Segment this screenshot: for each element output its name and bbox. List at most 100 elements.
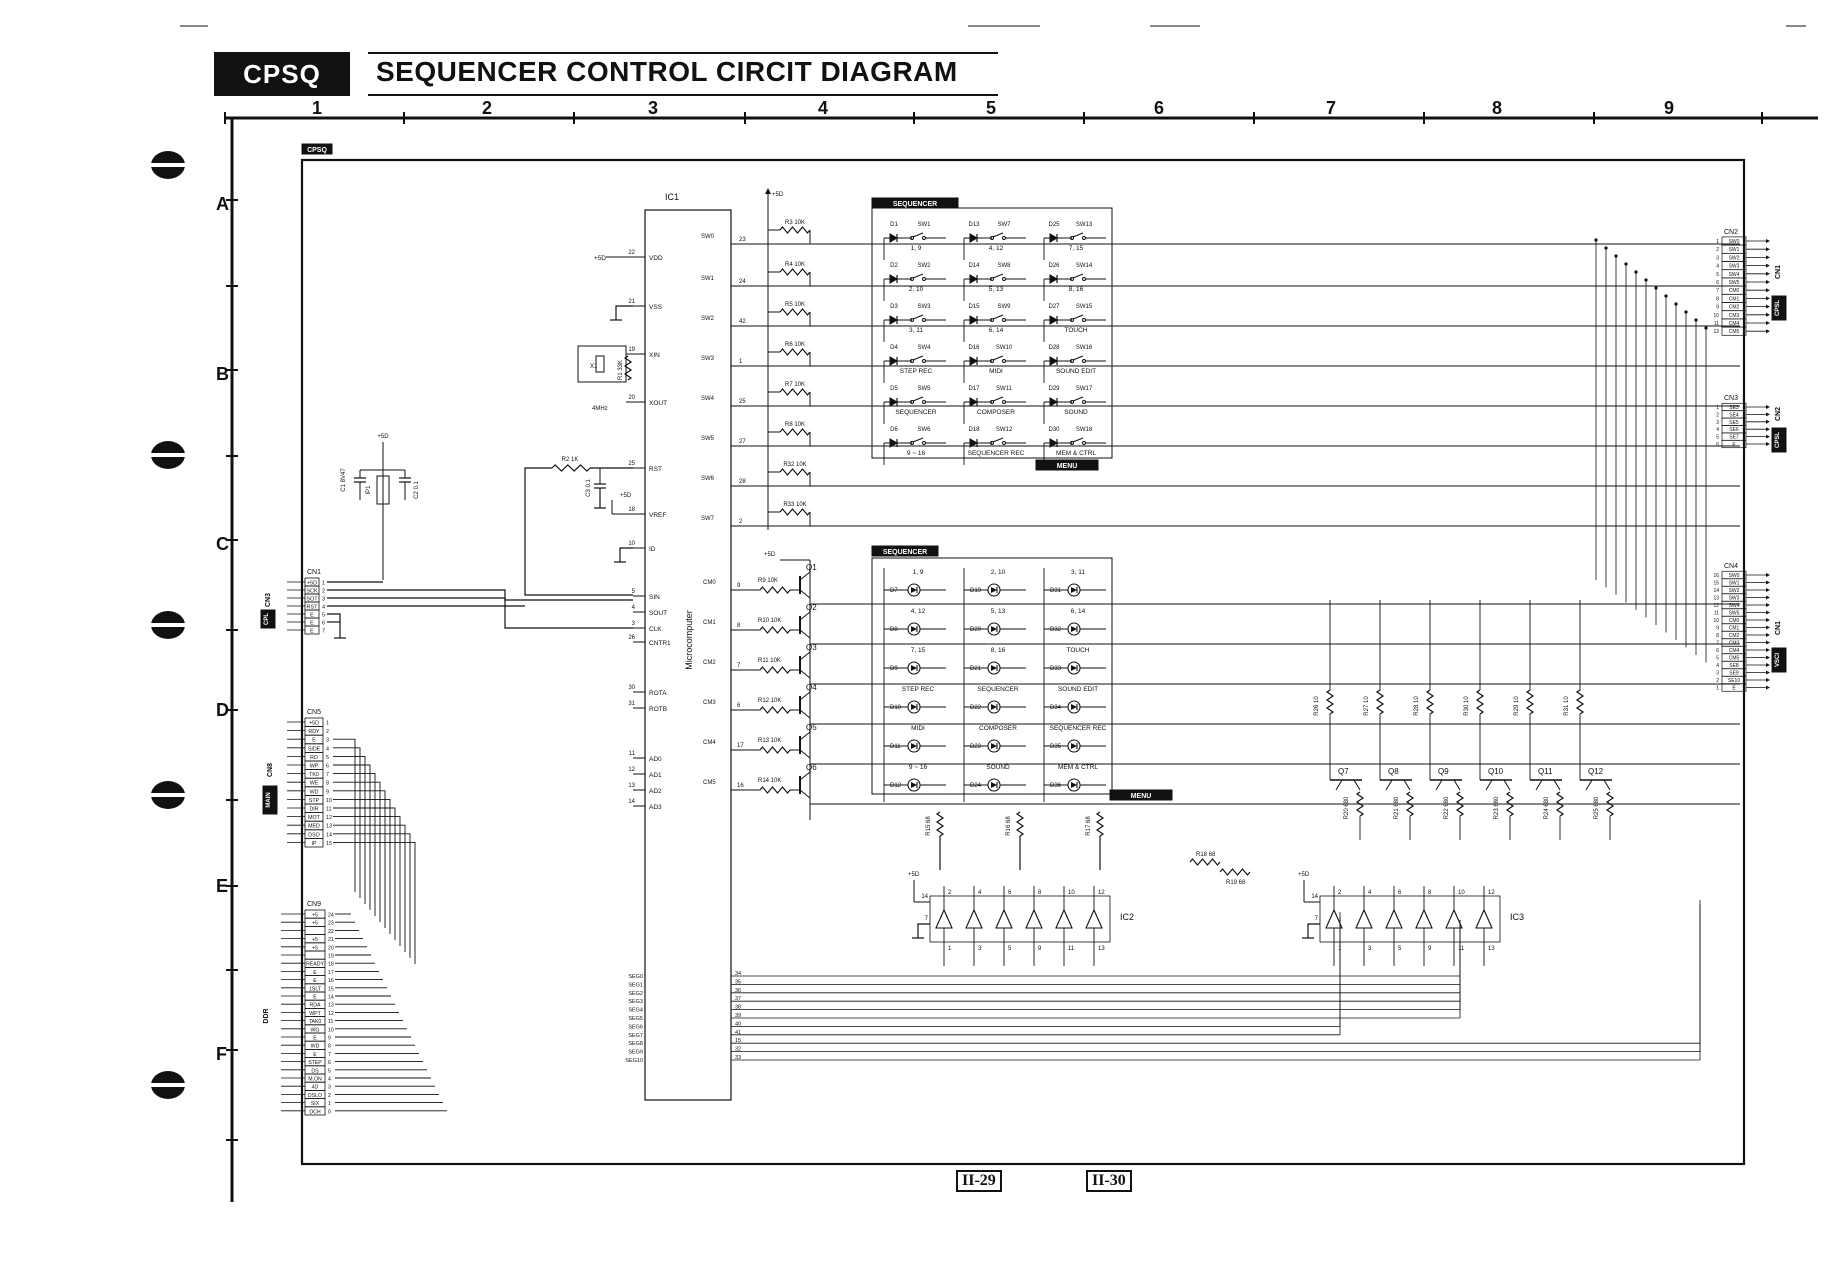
cn9-pin-number: 3 (328, 1085, 331, 1091)
crystal-resistor-label: R1 33K (618, 360, 624, 380)
cn2-signal: SW4 (1729, 272, 1740, 278)
cn3-board-label: CPSL (1775, 432, 1781, 448)
cn3-pin-number: 4 (1716, 427, 1719, 433)
cn4-signal: SW1 (1729, 581, 1740, 587)
cn4-pin-number: 11 (1714, 611, 1719, 617)
ic-pin-number: 7 (1315, 916, 1319, 922)
ic-pin-number: 10 (1458, 890, 1465, 896)
seg-pin-number: 37 (735, 996, 741, 1002)
switch-diode-ref: D14 (968, 263, 980, 269)
cn1-signal: E (310, 629, 314, 635)
driver-base-resistor-label: R27 10 (1364, 696, 1370, 716)
driver-load-resistor-label: R22 680 (1444, 796, 1450, 819)
switch-diode-ref: D6 (890, 427, 898, 433)
switch-contact (1070, 318, 1074, 322)
switch-diode (969, 315, 979, 325)
cn5-pin-number: 14 (326, 832, 332, 838)
ip1-body (376, 475, 390, 505)
switch-contact (1070, 277, 1074, 281)
switch-diode-ref: D16 (968, 345, 980, 351)
c1-label: C1 8V47 (341, 468, 347, 492)
cn2-signal: SW1 (1729, 247, 1740, 253)
cn2-arrow (1766, 288, 1770, 293)
cn3-signal: SE5 (1729, 420, 1739, 426)
driver-base-resistor-label: R30 10 (1464, 696, 1470, 716)
cn9-pin-number: 11 (328, 1019, 333, 1025)
switch-contact (1002, 236, 1006, 240)
sequencer-switch-block (871, 207, 1113, 459)
seg-net-label: SEG9 (628, 1050, 643, 1056)
switch-contact (990, 318, 994, 322)
led-triangle (1071, 743, 1077, 749)
ic-pin-number: 7 (925, 916, 929, 922)
cn9-pin-box (304, 926, 326, 936)
ic-pin-number: 4 (1368, 890, 1372, 896)
switch-diode (889, 397, 899, 407)
cm-resistor-label: R10 10K (758, 618, 781, 624)
ic-pin-number: 4 (978, 890, 982, 896)
cn4-pin-number: 14 (1713, 588, 1719, 594)
cn9-signal: DS (311, 1068, 319, 1074)
sw-resistor-label: R32 10K (783, 462, 806, 468)
cn2-signal: CM0 (1729, 288, 1740, 294)
switch-diode-ref: D13 (968, 222, 980, 228)
switch-ref: SW9 (997, 304, 1011, 310)
cn4-pin-number: 16 (1713, 573, 1719, 579)
cn4-arrow (1766, 595, 1770, 600)
switch-contact (1002, 318, 1006, 322)
ic-pin-number: 14 (921, 894, 928, 900)
cn2-arrow (1766, 239, 1770, 243)
ic1-pin-number: 4 (632, 605, 636, 611)
cn9-board-label: DDR (263, 1008, 270, 1023)
switch-diode-ref: D18 (968, 427, 980, 433)
junction-dot (1704, 326, 1708, 330)
driver-base-resistor (1475, 689, 1485, 715)
page-number-left: II-29 (956, 1170, 1002, 1192)
switch-diode-ref: D3 (890, 304, 898, 310)
cn5-signal: SIDE (308, 746, 321, 752)
grid-row-label: D (216, 700, 229, 720)
switch-lever (992, 314, 1004, 320)
switch-name: MIDI (989, 368, 1003, 375)
cn5-pin-number: 6 (326, 764, 329, 770)
cn1-signal: E (310, 621, 314, 627)
grid-column-label: 7 (1326, 98, 1337, 118)
ic-pin-number: 8 (1428, 890, 1432, 896)
switch-name: 6, 14 (989, 327, 1004, 334)
sw-pin-number: 1 (739, 359, 743, 365)
cn2-signal: SW3 (1729, 264, 1740, 270)
switch-ref: SW11 (996, 386, 1013, 392)
cn4-arrow (1766, 655, 1770, 660)
transistor-label: Q5 (806, 723, 817, 732)
cn9-signal: E (313, 1036, 317, 1042)
seg-pin-number: 33 (735, 1055, 741, 1061)
ic-pin-number: 14 (1311, 894, 1318, 900)
switch-diode-ref: D1 (890, 222, 898, 228)
cn9-pin-number: 7 (328, 1052, 331, 1058)
cn9-pin-number: 2 (328, 1093, 331, 1099)
switch-diode (1049, 233, 1059, 243)
page-title: SEQUENCER CONTROL CIRCIT DIAGRAM (376, 56, 958, 87)
cn1-signal: +5D (307, 581, 317, 587)
cn9-signal: +5 (312, 945, 318, 951)
cn4-pin-number: 9 (1716, 626, 1719, 632)
ic1-pin-number: 26 (628, 635, 635, 641)
led-ref: D10 (890, 705, 902, 711)
cn4-signal: SE10 (1728, 678, 1740, 684)
switch-name: 8, 16 (1069, 286, 1084, 293)
buffer-gate (1475, 908, 1493, 929)
sw-resistor-label: R7 10K (785, 382, 805, 388)
cn3-arrow (1766, 405, 1770, 409)
led-ref: D12 (890, 783, 902, 789)
cm-pin-number: 6 (737, 703, 741, 709)
ic-pin-number: 6 (1008, 890, 1012, 896)
sw-pullup-resistor (779, 226, 811, 234)
ic-pin-number: 5 (1008, 946, 1012, 952)
cn9-pin-number: 10 (328, 1027, 334, 1033)
led-name: 9 ~ 16 (909, 764, 928, 771)
cn9-signal: WD (311, 1044, 320, 1050)
switch-diode (1049, 438, 1059, 448)
ic-pin-number: 9 (1038, 946, 1042, 952)
led-ref: D21 (970, 666, 982, 672)
junction-dot (1694, 318, 1698, 322)
